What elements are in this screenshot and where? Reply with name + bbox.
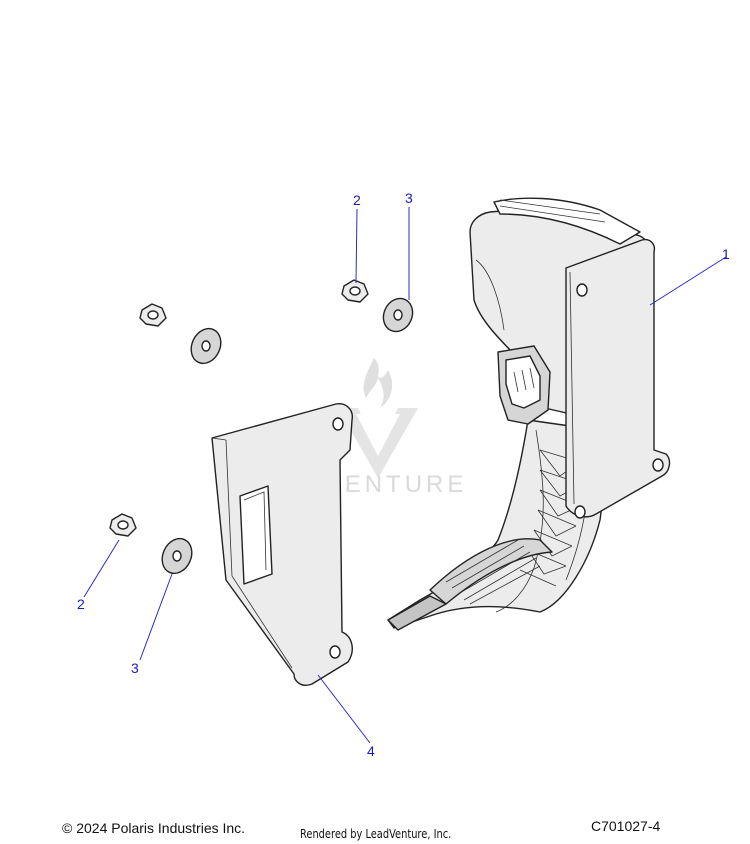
rendered-by-text: Rendered by LeadVenture, Inc. <box>300 827 452 841</box>
washer-lower[interactable] <box>157 534 198 578</box>
copyright-text: © 2024 Polaris Industries Inc. <box>62 820 246 836</box>
watermark-logo-icon <box>338 358 418 478</box>
callout-2-bottom: 2 <box>77 596 85 612</box>
nut-upper-left[interactable] <box>139 303 167 327</box>
callout-3-top: 3 <box>405 190 413 206</box>
part-1-pedal-assembly[interactable] <box>387 197 671 631</box>
callout-1: 1 <box>722 246 730 262</box>
part-4-mounting-bracket[interactable] <box>211 403 353 686</box>
callout-4: 4 <box>367 743 375 759</box>
diagram-code: C701027-4 <box>591 818 661 834</box>
leader-lines <box>83 207 727 744</box>
nut-lower[interactable] <box>109 513 137 537</box>
washer-top[interactable] <box>378 294 418 337</box>
callout-2-top: 2 <box>353 192 361 208</box>
washer-upper-left[interactable] <box>186 324 227 368</box>
nut-top[interactable] <box>341 279 369 303</box>
hardware-group <box>109 279 418 578</box>
callout-3-bottom: 3 <box>131 660 139 676</box>
